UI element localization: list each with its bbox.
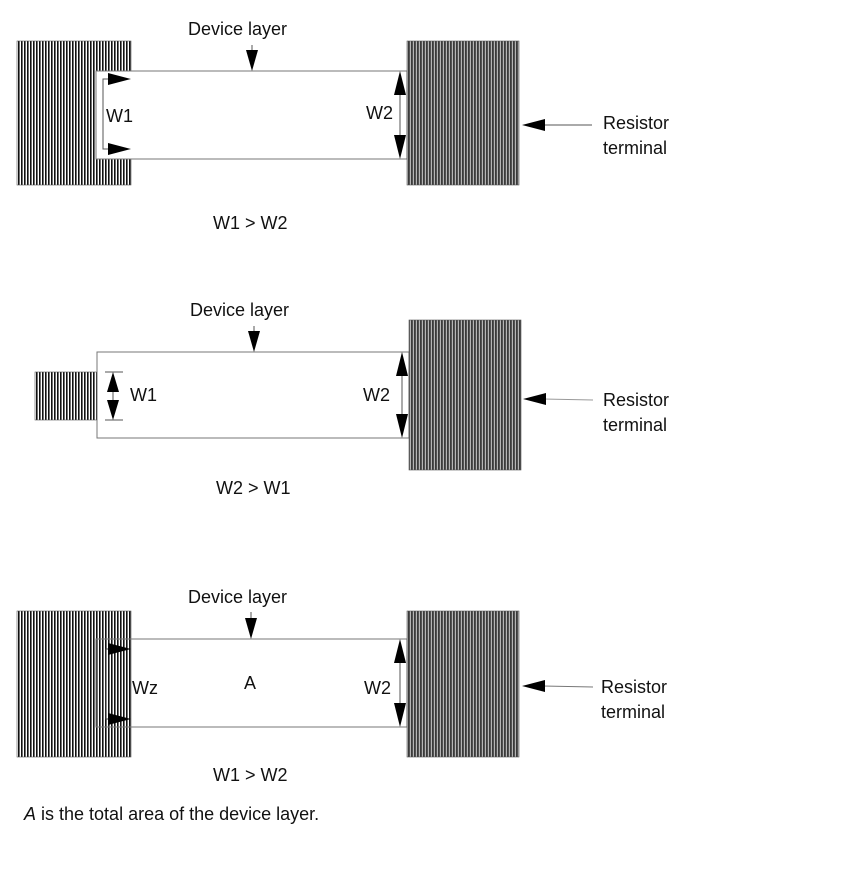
arrowhead-up-icon	[394, 639, 406, 663]
w1-dimension-bracket	[102, 73, 131, 155]
right-width-label: W2	[364, 678, 391, 698]
left-resistor-terminal	[16, 610, 132, 758]
arrow-down-icon	[245, 618, 257, 639]
diagram-case-1: W1 W2 Device layer Resistor terminal W1 …	[16, 19, 669, 233]
right-resistor-terminal	[406, 40, 520, 186]
right-resistor-terminal	[406, 610, 520, 758]
arrowhead-up-icon	[394, 71, 406, 95]
arrowhead-down-icon	[394, 703, 406, 727]
wz-dimension-bracket	[105, 643, 131, 725]
resistor-terminal-label: Resistor	[601, 677, 667, 697]
device-layer	[96, 351, 410, 439]
arrowhead-down-icon	[396, 414, 408, 438]
device-layer	[95, 70, 408, 160]
arrowhead-right-icon	[108, 73, 131, 85]
right-width-label: W2	[366, 103, 393, 123]
diagram-case-3: Wz A W2 Device layer Resistor terminal W…	[16, 587, 667, 785]
arrow-down-icon	[246, 50, 258, 71]
resistor-terminal-label: Resistor	[603, 113, 669, 133]
footnote-text: is the total area of the device layer.	[36, 804, 319, 824]
left-width-label: W1	[130, 385, 157, 405]
width-relation-label: W1 > W2	[213, 765, 288, 785]
resistor-terminal-label: Resistor	[603, 390, 669, 410]
w2-dimension-arrow	[396, 352, 408, 438]
left-width-label: Wz	[132, 678, 158, 698]
arrowhead-down-icon	[107, 400, 119, 420]
left-width-label: W1	[106, 106, 133, 126]
right-width-label: W2	[363, 385, 390, 405]
footnote: A is the total area of the device layer.	[23, 804, 319, 824]
w1-dimension-arrow	[105, 371, 123, 421]
width-relation-label: W1 > W2	[213, 213, 288, 233]
right-resistor-terminal	[408, 319, 522, 471]
arrow-left-icon	[522, 119, 545, 131]
w2-dimension-arrow	[394, 639, 406, 727]
arrow-down-icon	[248, 331, 260, 352]
resistor-terminal-label: terminal	[603, 415, 667, 435]
left-resistor-terminal	[34, 371, 98, 421]
resistor-terminal-label: terminal	[601, 702, 665, 722]
diagram-case-2: W1 W2 Device layer Resistor terminal W2 …	[34, 300, 669, 498]
resistor-terminal-label: terminal	[603, 138, 667, 158]
area-label: A	[244, 673, 256, 693]
arrowhead-up-icon	[107, 372, 119, 392]
arrowhead-down-icon	[394, 135, 406, 159]
device-layer-label: Device layer	[190, 300, 289, 320]
arrowhead-right-icon	[108, 143, 131, 155]
arrow-left-icon	[522, 680, 545, 692]
arrow-left-icon	[523, 393, 546, 405]
w2-dimension-arrow	[394, 71, 406, 159]
arrowhead-up-icon	[396, 352, 408, 376]
device-layer-label: Device layer	[188, 587, 287, 607]
arrowhead-right-icon	[108, 643, 131, 655]
arrowhead-right-icon	[108, 713, 131, 725]
footnote-area-symbol: A	[23, 804, 36, 824]
width-relation-label: W2 > W1	[216, 478, 291, 498]
device-layer-label: Device layer	[188, 19, 287, 39]
